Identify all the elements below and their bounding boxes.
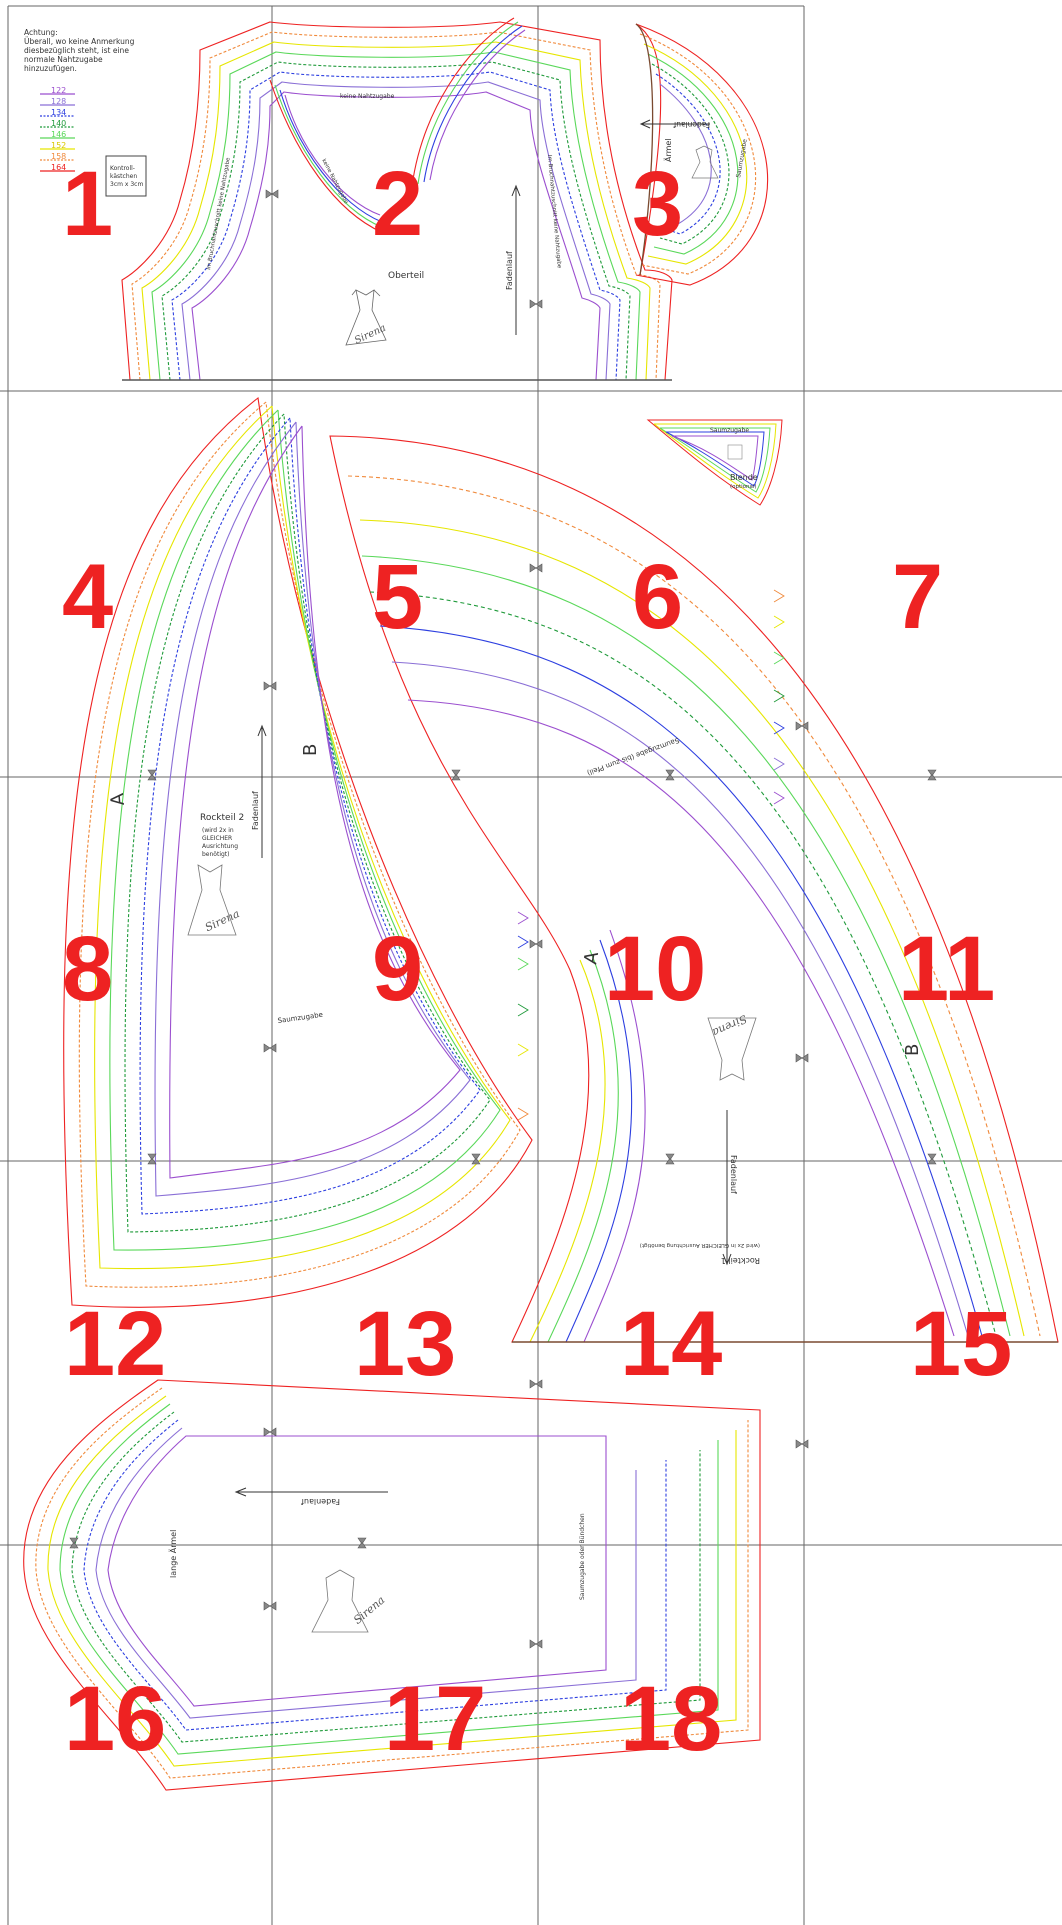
oberteil-grain-arrow xyxy=(511,184,521,335)
page-number-14: 14 xyxy=(620,1293,722,1395)
alignment-markers xyxy=(69,189,937,1649)
lange-aermel-hem: Saumzugabe oder Bündchen xyxy=(579,1513,586,1600)
rockteil2-grain-arrow xyxy=(257,724,267,858)
page-number-16: 16 xyxy=(64,1668,166,1770)
rockteil2-grain-label: Fadenlauf xyxy=(251,791,260,830)
legend-size-146: 146 xyxy=(51,130,66,139)
legend-size-128: 128 xyxy=(51,97,66,106)
piece-rockteil2 xyxy=(63,396,533,1308)
page-number-8: 8 xyxy=(62,918,113,1020)
control-box-line-2: kästchen xyxy=(110,173,137,180)
rockteil1-grain-label: Fadenlauf xyxy=(729,1155,738,1194)
aermel-name: Ärmel xyxy=(663,138,673,162)
aermel-grain-arrow xyxy=(639,119,710,129)
control-box-line-3: 3cm x 3cm xyxy=(110,181,143,188)
piece-blende xyxy=(646,419,783,506)
oberteil-neck-note: keine Nahtzugabe xyxy=(340,93,395,100)
piece-rockteil1 xyxy=(329,435,1059,1343)
oberteil-name: Oberteil xyxy=(388,271,424,281)
lange-aermel-grain-label: Fadenlauf xyxy=(301,1497,340,1506)
legend-size-152: 152 xyxy=(51,141,66,150)
control-box-line-1: Kontroll- xyxy=(110,165,135,172)
page-number-7: 7 xyxy=(892,546,943,648)
oberteil-grain-label: Fadenlauf xyxy=(505,251,514,290)
legend-size-122: 122 xyxy=(51,86,66,95)
rockteil1-hem: Saumzugabe (bis zum Pfeil) xyxy=(586,736,681,777)
page-number-15: 15 xyxy=(910,1293,1012,1395)
note-line-1: Achtung: xyxy=(24,28,58,37)
legend-size-158: 158 xyxy=(51,152,66,161)
page-number-12: 12 xyxy=(64,1293,166,1395)
legend-size-134: 134 xyxy=(51,108,66,117)
page-number-13: 13 xyxy=(354,1293,456,1395)
page-number-2: 2 xyxy=(372,153,423,255)
legend-size-164: 164 xyxy=(51,163,66,172)
note-line-2: Überall, wo keine Anmerkung xyxy=(24,37,135,46)
page-number-18: 18 xyxy=(620,1668,722,1770)
page-number-9: 9 xyxy=(372,918,423,1020)
page-number-1: 1 xyxy=(62,153,113,255)
dress-thumbnail-icon: Sirena xyxy=(345,289,388,347)
page-number-5: 5 xyxy=(372,546,423,648)
rockteil1-grain-arrow xyxy=(722,1110,732,1266)
oberteil-side-note-right: Im Bruchnahtzuschnitt keine Nahtzugabe xyxy=(546,155,562,270)
page-number-6: 6 xyxy=(632,546,683,648)
rockteil2-mark-a: A xyxy=(107,792,129,807)
oberteil-front-note: keine Nahtzugabe xyxy=(320,158,349,205)
control-box: Kontroll- kästchen 3cm x 3cm xyxy=(105,155,147,197)
page-number-11: 11 xyxy=(898,918,995,1020)
rockteil1-sub: (wird 2x in GLEICHER Ausrichtung benötig… xyxy=(640,1242,760,1248)
blende-hem: Saumzugabe xyxy=(710,427,749,434)
rockteil2-sub-2: GLEICHER xyxy=(202,835,232,842)
note-line-5: hinzuzufügen. xyxy=(24,64,77,73)
note-line-4: normale Nahtzugabe xyxy=(24,55,103,64)
notch-arrows xyxy=(517,589,785,1121)
rockteil2-mark-b: B xyxy=(300,744,321,756)
page-number-17: 17 xyxy=(384,1668,486,1770)
page-number-3: 3 xyxy=(632,153,683,255)
legend-size-140: 140 xyxy=(51,119,66,128)
rockteil2-brand: Sirena xyxy=(203,907,242,934)
piece-aermel xyxy=(635,23,768,286)
brand-logo: Sirena xyxy=(353,323,388,347)
rockteil1-brand: Sirena xyxy=(710,1012,749,1039)
note-line-3: diesbezüglich steht, ist eine xyxy=(24,46,129,55)
rockteil1-name: Rockteil 1 xyxy=(721,1256,760,1265)
rockteil2-sub-4: benötigt) xyxy=(202,851,230,858)
page-numbers: 1 2 3 4 5 6 7 8 9 10 11 12 13 14 15 16 1… xyxy=(62,153,1012,1770)
rockteil2-hem: Saumzugabe xyxy=(277,1011,323,1025)
aermel-dress-icon xyxy=(691,145,719,179)
blende-icon xyxy=(727,444,743,460)
page-number-4: 4 xyxy=(62,546,113,648)
lange-aermel-brand: Sirena xyxy=(351,1593,387,1626)
rockteil1-dress-icon xyxy=(707,1017,757,1081)
piece-lange-aermel xyxy=(23,1379,761,1791)
size-legend: 122 128 134 140 146 152 158 164 xyxy=(40,86,75,172)
page-grid xyxy=(0,5,1062,1925)
rockteil1-mark-b: B xyxy=(902,1044,923,1056)
rockteil2-sub-3: Ausrichtung xyxy=(202,843,238,850)
rockteil1-mark-a: A xyxy=(580,949,603,965)
instruction-note: Achtung: Überall, wo keine Anmerkung die… xyxy=(24,28,135,73)
lange-aermel-dress-icon xyxy=(311,1569,369,1633)
lange-aermel-grain-arrow xyxy=(234,1487,388,1497)
page-number-10: 10 xyxy=(604,918,706,1020)
blende-name: Blende xyxy=(730,473,758,482)
rockteil2-dress-icon xyxy=(187,864,237,936)
rockteil2-sub-1: (wird 2x in xyxy=(202,827,234,834)
piece-oberteil xyxy=(121,17,673,381)
blende-sub: (optional) xyxy=(730,484,757,490)
rockteil2-name: Rockteil 2 xyxy=(200,813,244,823)
aermel-grain-label: Fadenlauf xyxy=(673,120,710,129)
lange-aermel-name: lange Ärmel xyxy=(168,1530,178,1578)
